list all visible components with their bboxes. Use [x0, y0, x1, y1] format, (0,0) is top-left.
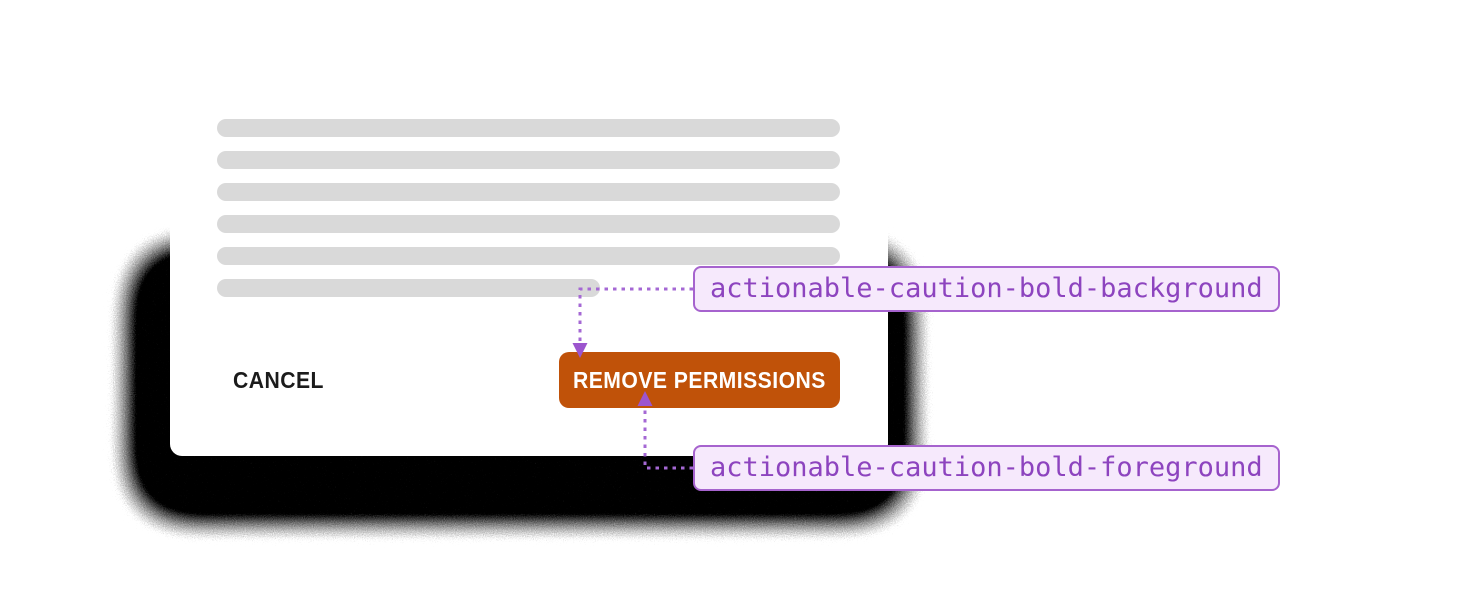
- skeleton-line: [217, 151, 840, 169]
- remove-permissions-button-label: REMOVE PERMISSIONS: [573, 366, 826, 393]
- remove-permissions-button[interactable]: REMOVE PERMISSIONS: [559, 352, 840, 408]
- skeleton-line: [217, 183, 840, 201]
- skeleton-line: [217, 119, 840, 137]
- skeleton-line: [217, 215, 840, 233]
- dialog-action-bar: CANCEL REMOVE PERMISSIONS: [170, 352, 888, 408]
- skeleton-line: [217, 279, 600, 297]
- token-label-background: actionable-caution-bold-background: [693, 266, 1280, 312]
- cancel-button[interactable]: CANCEL: [233, 352, 324, 408]
- skeleton-line: [217, 247, 840, 265]
- token-label-foreground: actionable-caution-bold-foreground: [693, 445, 1280, 491]
